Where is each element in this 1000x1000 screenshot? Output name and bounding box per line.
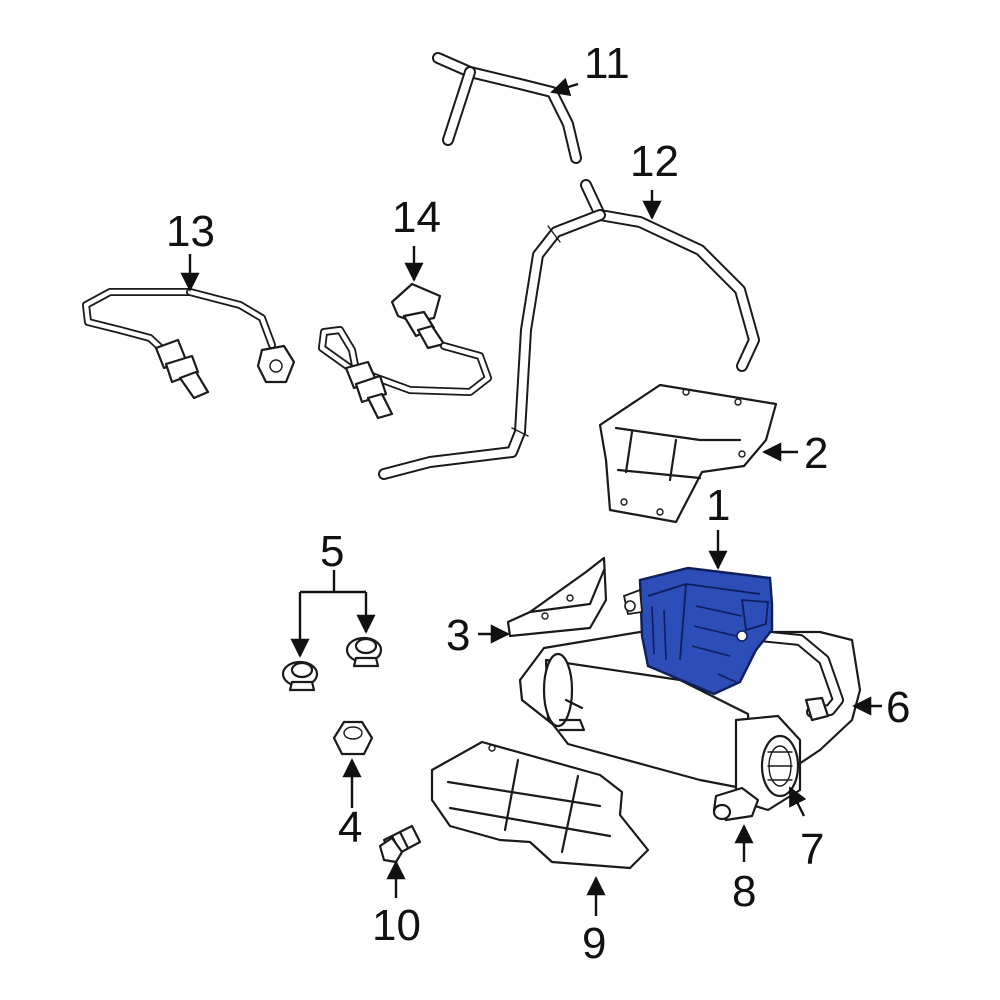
callout-12: 12: [630, 137, 679, 186]
part-13-oxygen-sensor[interactable]: [82, 288, 296, 400]
callout-8: 8: [732, 867, 756, 916]
part-9-lower-shield[interactable]: [430, 740, 650, 870]
callout-6: 6: [886, 683, 910, 732]
part-2-heat-shield[interactable]: [598, 383, 778, 524]
callout-2: 2: [804, 429, 828, 478]
part-4-nut[interactable]: [332, 720, 374, 756]
callout-13: 13: [166, 207, 215, 256]
callout-9: 9: [582, 919, 606, 968]
callout-5: 5: [320, 527, 344, 576]
part-14-connector-sensor[interactable]: [318, 282, 492, 420]
callout-7: 7: [800, 825, 824, 874]
part-3-bracket[interactable]: [506, 556, 608, 638]
part-5-push-pins[interactable]: [281, 636, 383, 692]
callout-3: 3: [446, 611, 470, 660]
callout-14: 14: [392, 193, 441, 242]
callout-1: 1: [706, 481, 730, 530]
part-1-purge-valve[interactable]: [622, 566, 774, 696]
part-10-bolt[interactable]: [378, 824, 422, 864]
canister-assembly[interactable]: [518, 630, 862, 822]
callout-labels: 11 12 13 14 2 1 3 5 6 7 8 4 10 9: [166, 39, 910, 968]
part-12-vapor-hose[interactable]: [378, 179, 760, 480]
callout-4: 4: [338, 803, 362, 852]
leader-lines: [180, 77, 882, 916]
callout-11: 11: [584, 39, 630, 88]
callout-10: 10: [372, 901, 421, 950]
part-11-vent-hose[interactable]: [432, 52, 582, 164]
